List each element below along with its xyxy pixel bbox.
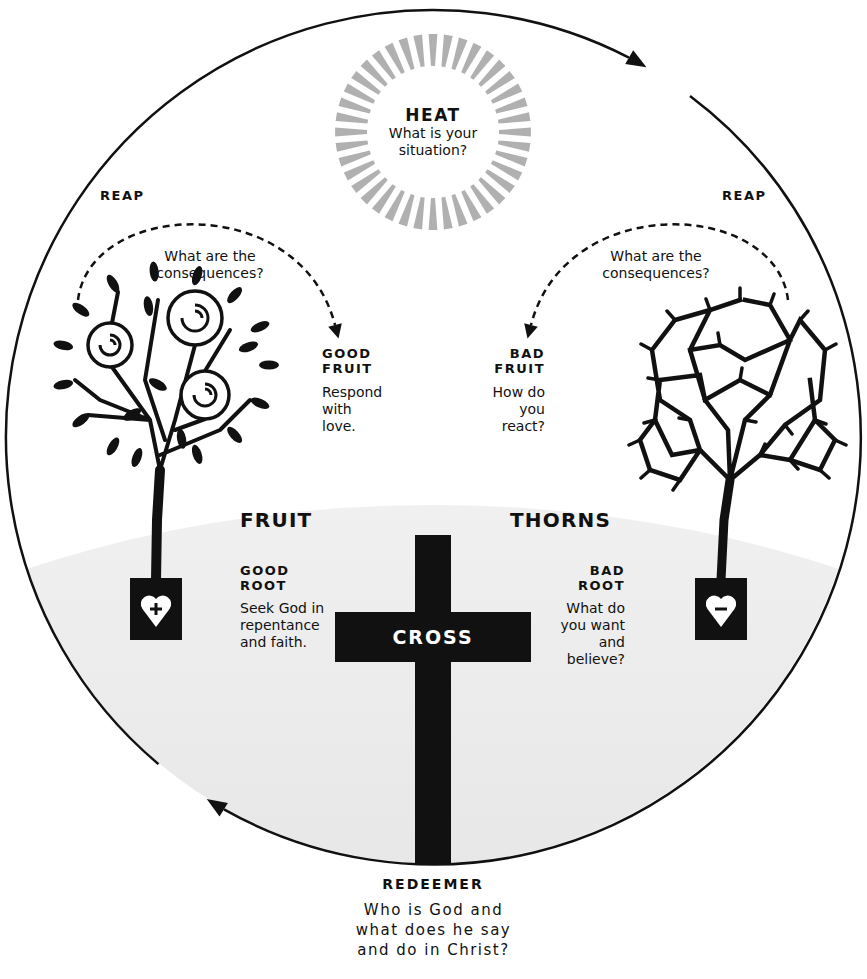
fruit-heading: GOOD FRUIT xyxy=(322,346,384,376)
reap-arrowhead xyxy=(328,323,342,338)
leaf xyxy=(70,411,91,430)
consequence-question: What are the consequences? xyxy=(591,248,721,282)
root-heading: BAD ROOT xyxy=(563,563,625,593)
minus-sign xyxy=(715,608,727,611)
leaf xyxy=(104,273,122,295)
sun-ray xyxy=(499,128,531,137)
fruit-swirl xyxy=(100,335,120,355)
thorn-tree xyxy=(629,288,846,580)
cross-bar: CROSS xyxy=(335,612,531,662)
reap-dashed-arrow xyxy=(531,224,788,325)
leaf xyxy=(121,406,143,424)
tree-branches xyxy=(75,292,250,470)
sun-ray xyxy=(429,34,438,66)
sun-ray xyxy=(399,38,415,70)
ground xyxy=(0,505,867,979)
tree-trunk xyxy=(721,480,730,580)
cycle-arrowhead xyxy=(625,50,646,67)
heat-question: What is your situation? xyxy=(379,125,487,159)
leaf xyxy=(53,378,74,391)
thorn-branches xyxy=(640,300,835,480)
thorns xyxy=(629,288,846,490)
plus-sign xyxy=(150,603,162,615)
leaf xyxy=(104,435,122,457)
sun-ray xyxy=(441,197,452,230)
leaf xyxy=(225,424,245,445)
reap-arrowhead xyxy=(524,323,538,338)
cross-upright xyxy=(415,535,451,864)
sun-ray xyxy=(336,112,369,123)
consequence-question: What are the consequences? xyxy=(145,248,275,282)
redeemer-question: Who is God and what does he say and do i… xyxy=(346,900,521,960)
leaf xyxy=(147,376,169,394)
leaf xyxy=(129,447,144,469)
root-heading: GOOD ROOT xyxy=(240,563,302,593)
heart xyxy=(706,596,736,627)
leaf xyxy=(225,285,245,306)
leaf xyxy=(53,339,74,352)
fruit xyxy=(181,371,229,419)
leaf xyxy=(259,361,279,370)
cycle-arrowhead xyxy=(207,799,228,816)
heart-box xyxy=(695,578,747,640)
heart xyxy=(141,596,171,627)
sun-ray xyxy=(336,140,369,151)
leaf xyxy=(175,428,187,449)
sun-ray xyxy=(441,35,452,68)
tree-label: FRUIT xyxy=(240,508,312,532)
leaf xyxy=(70,300,91,319)
cross-label: CROSS xyxy=(392,626,473,648)
fruit-text: Respond with love. xyxy=(322,384,388,435)
root-text: Seek God in repentance and faith. xyxy=(240,600,326,651)
fruit-swirl xyxy=(182,305,208,331)
cycle-arc xyxy=(6,10,629,764)
sun-ray xyxy=(335,128,367,137)
tree-label: THORNS xyxy=(510,508,611,532)
leaf xyxy=(249,395,271,411)
sun-ray xyxy=(452,194,468,226)
tree-trunk xyxy=(156,470,160,580)
sun-ray xyxy=(498,140,531,151)
sun-ray xyxy=(498,112,531,123)
good-tree xyxy=(53,261,279,580)
heat-heading: HEAT xyxy=(405,105,460,125)
fruit-heading: BAD FRUIT xyxy=(483,346,545,376)
sun-ray xyxy=(429,198,438,230)
heart-box xyxy=(130,578,182,640)
fruit-text: How do you react? xyxy=(481,384,545,435)
fruit-swirl xyxy=(194,384,216,406)
sun-ray xyxy=(495,98,527,114)
redeemer-heading: REDEEMER xyxy=(333,876,533,893)
sun-ray xyxy=(413,35,424,68)
leaf xyxy=(238,339,260,354)
leaf xyxy=(190,443,205,465)
leaf xyxy=(249,319,271,335)
sun-ray xyxy=(339,151,371,167)
heat-sun: HEATWhat is your situation? xyxy=(333,32,533,232)
leaf xyxy=(142,296,154,317)
cycle-arc xyxy=(224,96,861,865)
sun-ray xyxy=(413,197,424,230)
reap-label: REAP xyxy=(722,188,766,203)
reap-label: REAP xyxy=(100,188,144,203)
root-text: What do you want and believe? xyxy=(547,600,625,668)
fruit xyxy=(168,291,222,345)
fruit xyxy=(88,323,132,367)
